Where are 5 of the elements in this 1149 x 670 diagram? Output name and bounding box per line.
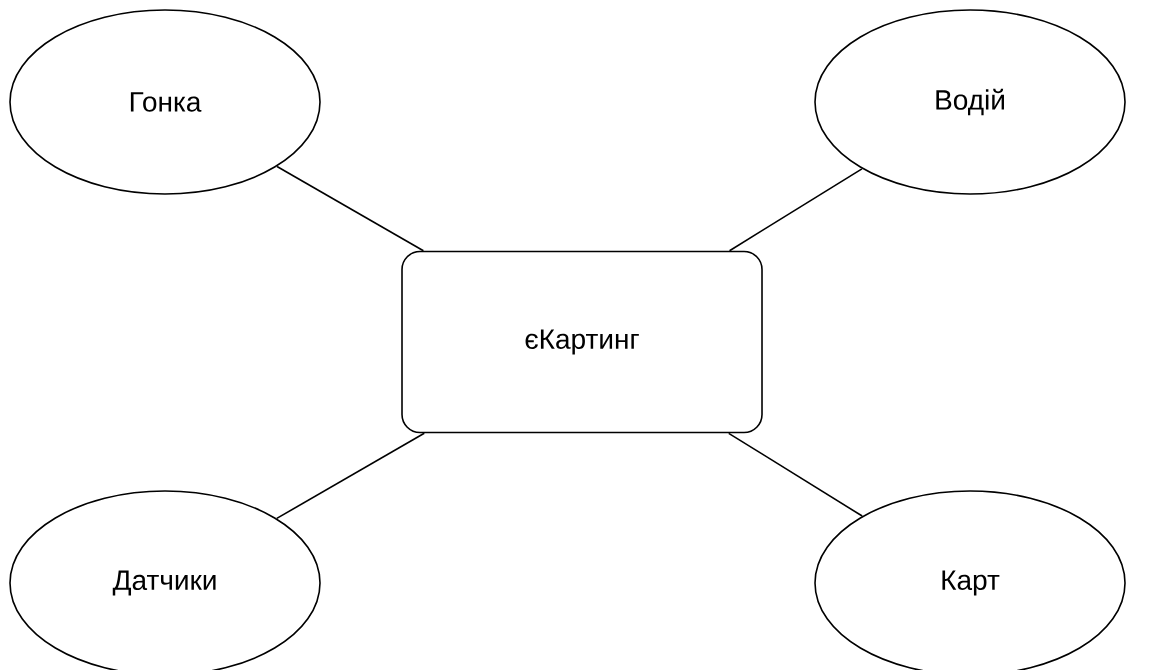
- connector-line: [727, 432, 863, 517]
- system-box: єКартинг: [401, 250, 763, 434]
- connector-line: [276, 432, 426, 520]
- connector-line: [728, 168, 863, 252]
- connector-line: [276, 165, 425, 252]
